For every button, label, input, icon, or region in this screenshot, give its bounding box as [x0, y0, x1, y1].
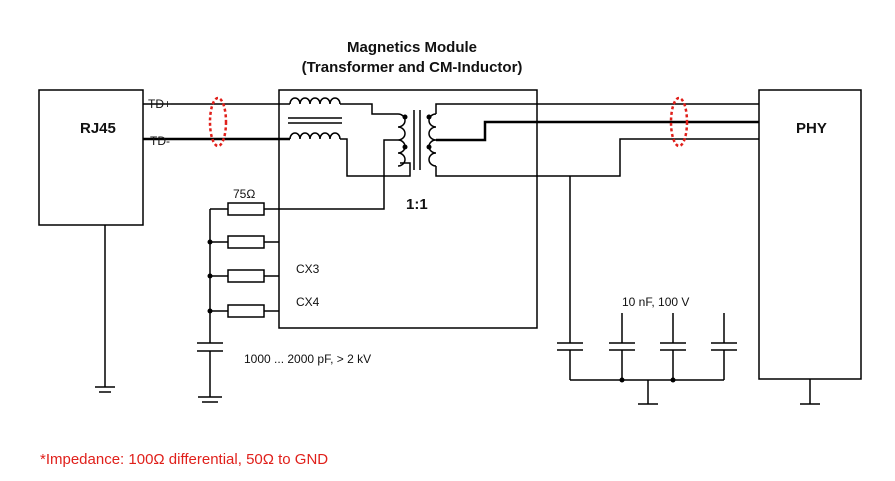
impedance-footnote: *Impedance: 100Ω differential, 50Ω to GN…: [40, 451, 329, 468]
termination-resistors: [209, 202, 279, 343]
junction-dots-left: [207, 239, 213, 314]
transformer-ratio-label: 1:1: [406, 196, 428, 213]
phy-label: PHY: [796, 120, 827, 137]
td-plus-label: TD+: [148, 97, 171, 111]
resistor-label: 75Ω: [233, 187, 255, 201]
cm-inductor-symbol: [288, 97, 342, 140]
rj45-label: RJ45: [80, 120, 116, 137]
impedance-marker-left: [208, 96, 228, 148]
impedance-marker-right: [669, 96, 689, 148]
junction-dots-right: [619, 377, 676, 383]
secondary-bottom-wire: [435, 138, 759, 177]
hv-capacitor-label: 1000 ... 2000 pF, > 2 kV: [244, 352, 371, 366]
td-minus-label: TD-: [150, 134, 170, 148]
phy-ground-symbol: [800, 379, 820, 405]
secondary-top-wire: [435, 103, 759, 114]
rj45-ground-symbol: [95, 225, 115, 393]
polarity-dots: [402, 114, 432, 150]
cx3-label: CX3: [296, 262, 320, 276]
rj45-block: [38, 89, 144, 226]
center-tap-wire: [264, 139, 398, 210]
module-title-line1: Magnetics Module: [347, 39, 477, 56]
primary-top-wire: [340, 103, 398, 115]
primary-bottom-wire: [340, 138, 411, 177]
cx4-label: CX4: [296, 295, 320, 309]
phy-capacitor-bank: [557, 176, 737, 405]
module-title-line2: (Transformer and CM-Inductor): [302, 59, 523, 76]
phy-capacitor-label: 10 nF, 100 V: [622, 295, 689, 309]
hv-capacitor-symbol: [197, 342, 223, 403]
secondary-center-wire: [436, 120, 759, 142]
